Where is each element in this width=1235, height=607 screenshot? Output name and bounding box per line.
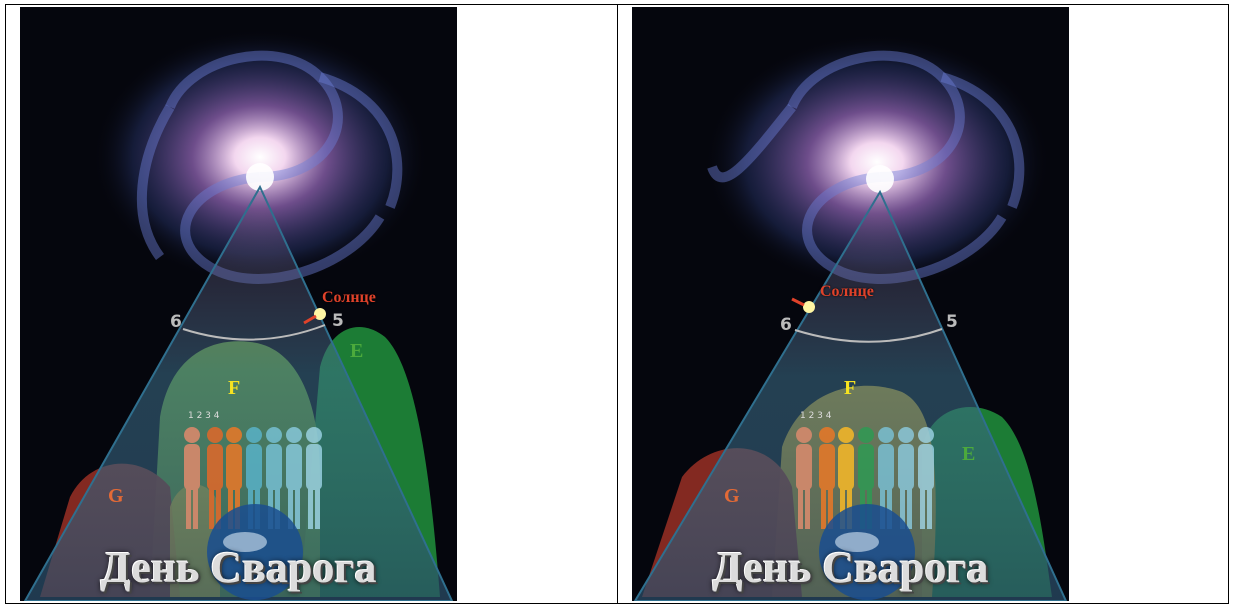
zone-e-label: E bbox=[350, 340, 364, 362]
zone-g-label: G bbox=[108, 485, 124, 507]
zone-f-label: F bbox=[228, 377, 241, 399]
right-galaxy-diagram bbox=[632, 7, 1069, 601]
sun-arrow bbox=[791, 297, 805, 307]
marker-6: 6 bbox=[170, 312, 182, 332]
human-figures bbox=[184, 427, 322, 529]
table-divider bbox=[617, 4, 618, 604]
left-illustration: Солнце 6 5 E F G 1 2 3 4 День Сварога bbox=[20, 7, 457, 601]
right-illustration: Солнце 6 5 E F G 1 2 3 4 День Сварога bbox=[632, 7, 1069, 601]
zone-g-label: G bbox=[724, 485, 740, 507]
orbit-arc bbox=[794, 328, 943, 343]
body-numbers: 1 2 3 4 bbox=[800, 411, 832, 421]
orbit-arc bbox=[182, 324, 326, 341]
galaxy bbox=[90, 27, 430, 287]
pyramid bbox=[23, 184, 454, 601]
earth bbox=[819, 504, 915, 600]
marker-5: 5 bbox=[332, 311, 344, 331]
sun bbox=[314, 308, 326, 320]
body-numbers: 1 2 3 4 bbox=[188, 411, 220, 421]
earth bbox=[207, 504, 303, 600]
zone-f-label: F bbox=[844, 377, 857, 399]
panel-title: День Сварога bbox=[100, 543, 377, 592]
zone-e-label: E bbox=[962, 443, 976, 465]
marker-6: 6 bbox=[780, 315, 792, 335]
left-galaxy-diagram bbox=[20, 7, 457, 601]
galaxy-arms bbox=[707, 50, 1025, 284]
sun-label: Солнце bbox=[820, 283, 874, 300]
sun-arrow bbox=[303, 314, 317, 325]
pyramid bbox=[633, 189, 1068, 601]
marker-5: 5 bbox=[946, 312, 958, 332]
human-figures bbox=[796, 427, 934, 529]
galaxy bbox=[702, 32, 1052, 292]
panel-title: День Сварога bbox=[712, 543, 989, 592]
galaxy-arms bbox=[136, 50, 403, 284]
sun bbox=[803, 301, 815, 313]
sun-label: Солнце bbox=[322, 289, 376, 306]
